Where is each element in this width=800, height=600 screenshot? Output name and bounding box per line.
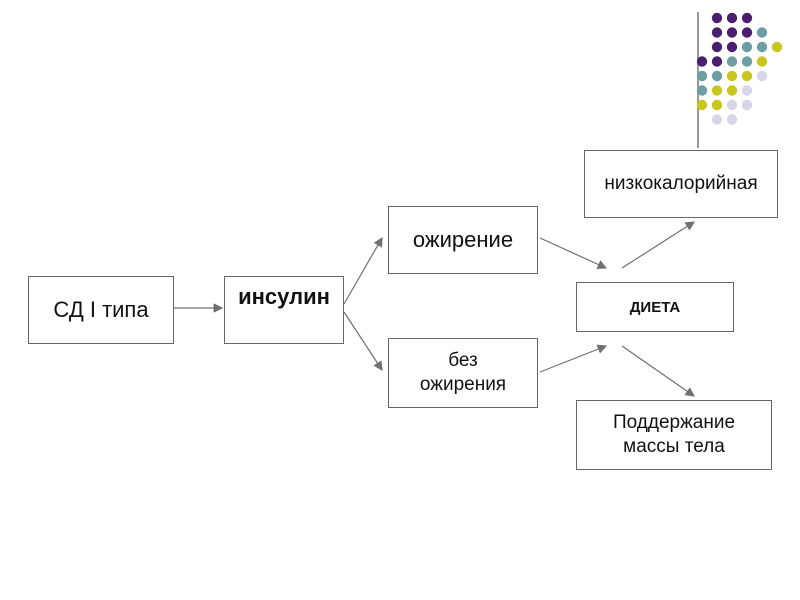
decorative-dot [726,27,738,38]
node-insulin: инсулин [224,276,344,344]
arrow-dieta-to-nizkokaloriynaya [621,221,696,269]
node-insulin-label: инсулин [238,284,330,309]
decorative-dot [726,99,738,111]
decorative-dot [696,85,708,96]
decorative-dot [741,85,753,96]
decorative-dot [726,114,738,125]
decorative-dot [726,56,738,67]
decorative-dot [711,85,723,96]
arrow-insulin-to-bez-ozhireniya [343,311,383,372]
decorative-dot [726,41,738,53]
decorative-dot [741,99,753,111]
decorative-dot [741,41,753,53]
decorative-dot [696,56,708,67]
decorative-dot [741,70,753,82]
decorative-dot [711,99,723,111]
decorative-dot [756,70,768,82]
decorative-dot [771,41,783,53]
decorative-dot [756,56,768,67]
decorative-dot [711,27,723,38]
decorative-dot [711,41,723,53]
node-bez-ozhireniya: без ожирения [388,338,538,408]
node-sd-type-1: СД I типа [28,276,174,344]
arrow-insulin-to-ozhirenie [343,236,383,305]
decorative-dot [741,56,753,67]
node-ozhirenie: ожирение [388,206,538,274]
node-ozhirenie-label: ожирение [412,227,514,252]
node-sd-label: СД I типа [53,297,149,322]
decorative-dot [726,85,738,96]
decorative-dot [696,99,708,111]
decorative-dot [696,70,708,82]
node-dieta-label: ДИЕТА [629,298,681,316]
node-podderzhanie: Поддержание массы тела [576,400,772,470]
decorative-dot [756,41,768,53]
node-podderzhanie-label: Поддержание массы тела [612,412,736,457]
decorative-dot [756,27,768,38]
decorative-dot [711,56,723,67]
decorative-dot [726,12,738,24]
decorative-dot [711,70,723,82]
node-bez-ozhireniya-label: без ожирения [419,350,507,395]
decorative-dot-grid [696,12,783,148]
arrow-bez-ozhireniya-to-dieta [539,344,608,373]
arrow-dieta-to-podderzhanie [621,345,695,397]
decorative-dot [711,114,723,125]
node-dieta: ДИЕТА [576,282,734,332]
decorative-dot [726,70,738,82]
node-nizkokaloriynaya: низкокалорийная [584,150,778,218]
node-nizkokaloriynaya-label: низкокалорийная [604,173,758,194]
decorative-dot [741,12,753,24]
decorative-dot [711,12,723,24]
decorative-dot [741,27,753,38]
arrow-ozhirenie-to-dieta [539,237,608,269]
